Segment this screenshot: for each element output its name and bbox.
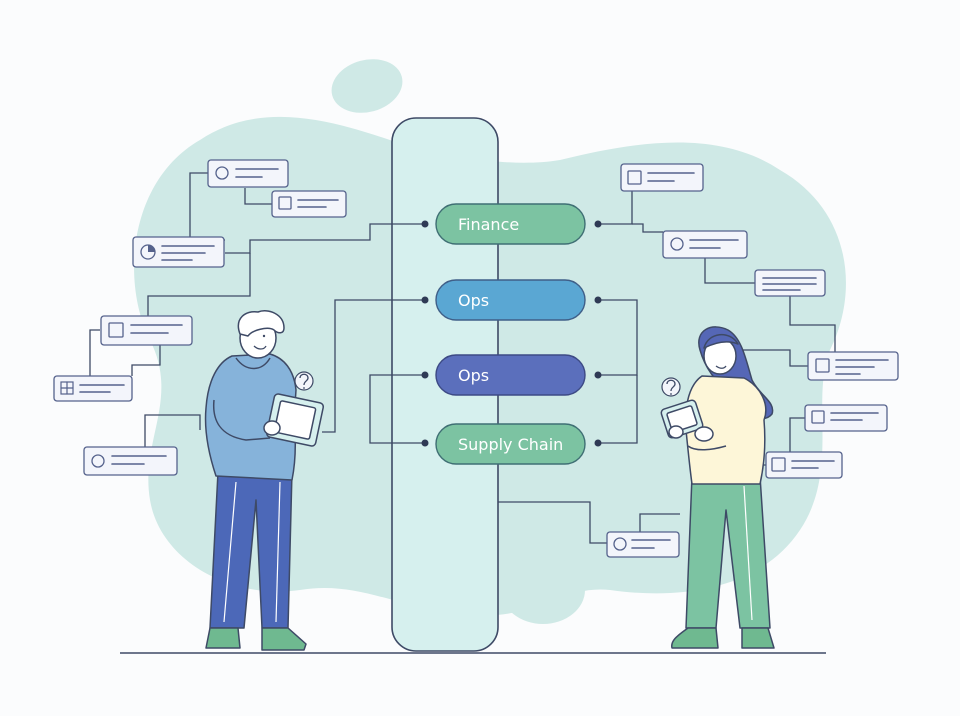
info-card [765,451,843,479]
woman-shoe [671,627,719,649]
info-card [804,404,888,432]
circle-icon [613,537,627,551]
connector-dots [421,220,602,447]
man-shoe [261,627,307,651]
department-label: Ops [458,366,489,385]
info-card [606,531,680,558]
info-card [271,190,347,218]
man-figure [204,310,325,651]
info-card [207,159,289,188]
circle-icon [670,237,684,251]
square-icon [278,196,292,210]
man-hoodie [204,353,297,481]
info-card [53,375,133,402]
square-icon [771,457,786,472]
info-card [620,163,704,192]
square-icon [811,410,825,424]
info-cards [53,159,899,558]
department-label: Supply Chain [458,435,563,454]
square-icon [815,358,830,373]
question-mark-icon [661,377,681,397]
circle-icon [91,454,105,468]
pie-icon [140,244,156,260]
man-shoe [205,627,241,649]
circle-icon [215,166,229,180]
info-card [807,351,899,381]
department-pill: Supply Chain [435,423,586,465]
info-card [662,230,748,259]
grid-icon [60,381,74,395]
woman-figure [660,326,775,649]
department-label: Finance [458,215,519,234]
square-icon [627,170,642,185]
info-card [754,269,826,297]
department-pills: Finance Ops Ops Supply Chain [435,203,586,465]
department-label: Ops [458,291,489,310]
department-pill: Finance [435,203,586,245]
info-card [83,446,178,476]
info-card [132,236,225,268]
woman-shoe [741,627,775,649]
question-mark-icon [294,371,314,391]
square-icon [108,322,124,338]
tablet-icon [265,393,325,447]
department-pill: Ops [435,354,586,396]
info-card [100,315,193,346]
man-hair [237,310,285,337]
department-pill: Ops [435,279,586,321]
